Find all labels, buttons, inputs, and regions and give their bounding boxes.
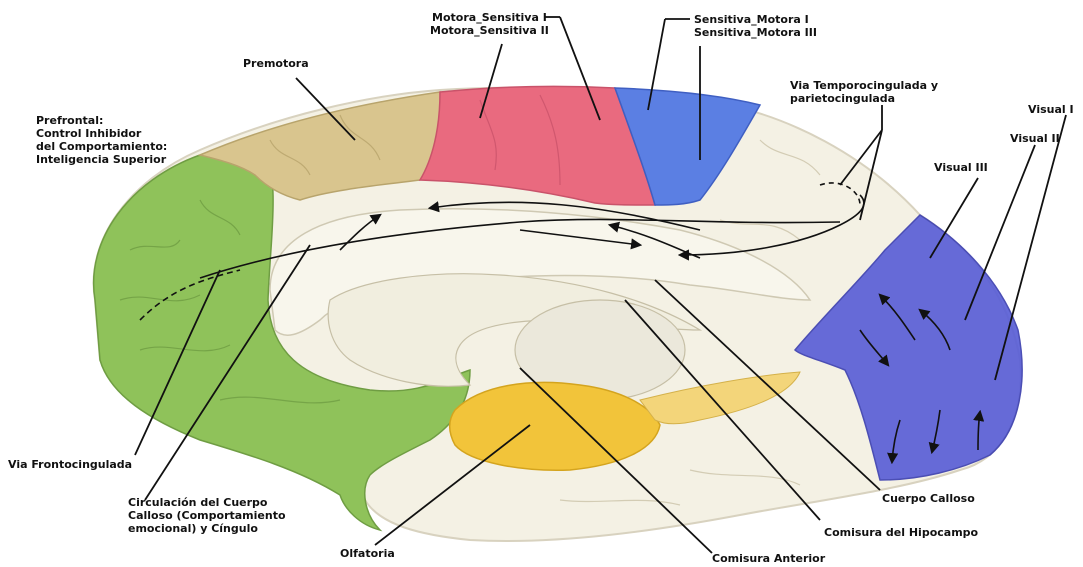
label-prefrontal-line-2: Control Inhibidor [36,127,167,140]
label-temporocingulada: Via Temporocingulada y parietocingulada [790,79,938,105]
label-cuerpo-calloso: Cuerpo Calloso [882,492,975,505]
label-prefrontal-line-3: del Comportamiento: [36,140,167,153]
label-prefrontal: Prefrontal: Control Inhibidor del Compor… [36,114,167,166]
label-sensitiva-line-1: Sensitiva_Motora I [694,13,817,26]
label-temporocingulada-line-1: Via Temporocingulada y [790,79,938,92]
label-circulacion-line-3: emocional) y Cíngulo [128,522,286,535]
label-circulacion: Circulación del Cuerpo Calloso (Comporta… [128,496,286,535]
label-olfatoria: Olfatoria [340,547,395,560]
label-sensitiva-line-2: Sensitiva_Motora III [694,26,817,39]
label-motora-line-2: Motora_Sensitiva II [430,24,549,37]
label-visual-2: Visual II [1010,132,1060,145]
label-comisura-anterior: Comisura Anterior [712,552,825,565]
label-premotora: Premotora [243,57,309,70]
label-prefrontal-line-4: Inteligencia Superior [36,153,167,166]
label-visual-3: Visual III [934,161,988,174]
label-circulacion-line-1: Circulación del Cuerpo [128,496,286,509]
label-frontocingulada: Via Frontocingulada [8,458,132,471]
label-visual-1: Visual I [1028,103,1074,116]
label-circulacion-line-2: Calloso (Comportamiento [128,509,286,522]
label-comisura-hipocampo: Comisura del Hipocampo [824,526,978,539]
label-motora-line-1: Motora_Sensitiva I [430,11,549,24]
label-sensitiva: Sensitiva_Motora I Sensitiva_Motora III [694,13,817,39]
label-temporocingulada-line-2: parietocingulada [790,92,938,105]
label-prefrontal-line-1: Prefrontal: [36,114,167,127]
label-motora: Motora_Sensitiva I Motora_Sensitiva II [430,11,549,37]
